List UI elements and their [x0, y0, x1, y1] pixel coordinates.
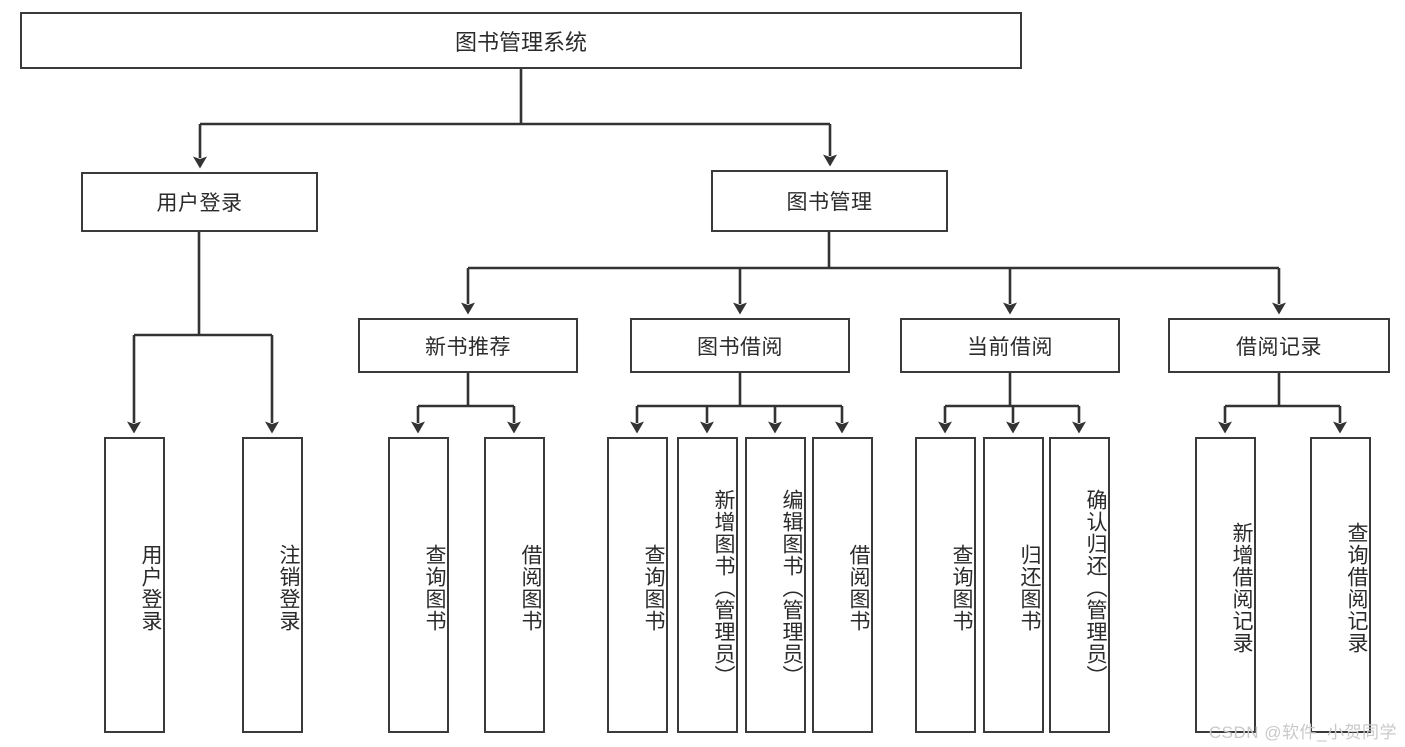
node-label: 用户登录 [156, 192, 243, 215]
leaf-edit-book-admin[interactable]: 编辑图书（管理员） [745, 437, 806, 733]
leaf-add-borrow-record[interactable]: 新增借阅记录 [1195, 437, 1256, 733]
leaf-return-book[interactable]: 归还图书 [983, 437, 1044, 733]
leaf-add-book-admin[interactable]: 新增图书（管理员） [677, 437, 738, 733]
node-label: 查询借阅记录 [1345, 522, 1368, 654]
node-current-borrow[interactable]: 当前借阅 [900, 318, 1120, 373]
leaf-borrow-book-recommend[interactable]: 借阅图书 [484, 437, 545, 733]
node-label: 查询图书 [423, 544, 446, 632]
node-label: 查询图书 [950, 544, 973, 632]
node-label: 新书推荐 [425, 335, 511, 359]
node-label: 借阅图书 [519, 544, 542, 632]
leaf-query-book-recommend[interactable]: 查询图书 [388, 437, 449, 733]
node-label: 当前借阅 [967, 335, 1053, 359]
watermark: CSDN @软件_小贺同学 [1208, 723, 1397, 742]
node-label: 归还图书 [1018, 544, 1041, 632]
node-label: 图书借阅 [697, 335, 783, 359]
leaf-query-book-current[interactable]: 查询图书 [915, 437, 976, 733]
leaf-logout[interactable]: 注销登录 [242, 437, 303, 733]
node-label: 查询图书 [642, 544, 665, 632]
leaf-user-login[interactable]: 用户登录 [104, 437, 165, 733]
node-root-library-system[interactable]: 图书管理系统 [20, 12, 1022, 69]
leaf-borrow-book[interactable]: 借阅图书 [812, 437, 873, 733]
node-label: 新增图书（管理员） [712, 489, 735, 687]
leaf-query-book-borrow[interactable]: 查询图书 [607, 437, 668, 733]
leaf-query-borrow-record[interactable]: 查询借阅记录 [1310, 437, 1371, 733]
node-new-book-recommend[interactable]: 新书推荐 [358, 318, 578, 373]
node-label: 图书管理系统 [454, 29, 587, 55]
node-label: 借阅记录 [1236, 335, 1322, 359]
node-book-borrow[interactable]: 图书借阅 [630, 318, 850, 373]
node-label: 用户登录 [139, 544, 162, 632]
node-borrow-record[interactable]: 借阅记录 [1168, 318, 1390, 373]
node-label: 图书管理 [786, 191, 873, 214]
node-user-login[interactable]: 用户登录 [81, 172, 318, 232]
node-label: 借阅图书 [847, 544, 870, 632]
node-label: 新增借阅记录 [1230, 522, 1253, 654]
node-book-management[interactable]: 图书管理 [711, 170, 948, 232]
node-label: 确认归还（管理员） [1084, 489, 1107, 687]
node-label: 编辑图书（管理员） [780, 489, 803, 687]
node-label: 注销登录 [277, 544, 300, 632]
leaf-confirm-return-admin[interactable]: 确认归还（管理员） [1049, 437, 1110, 733]
